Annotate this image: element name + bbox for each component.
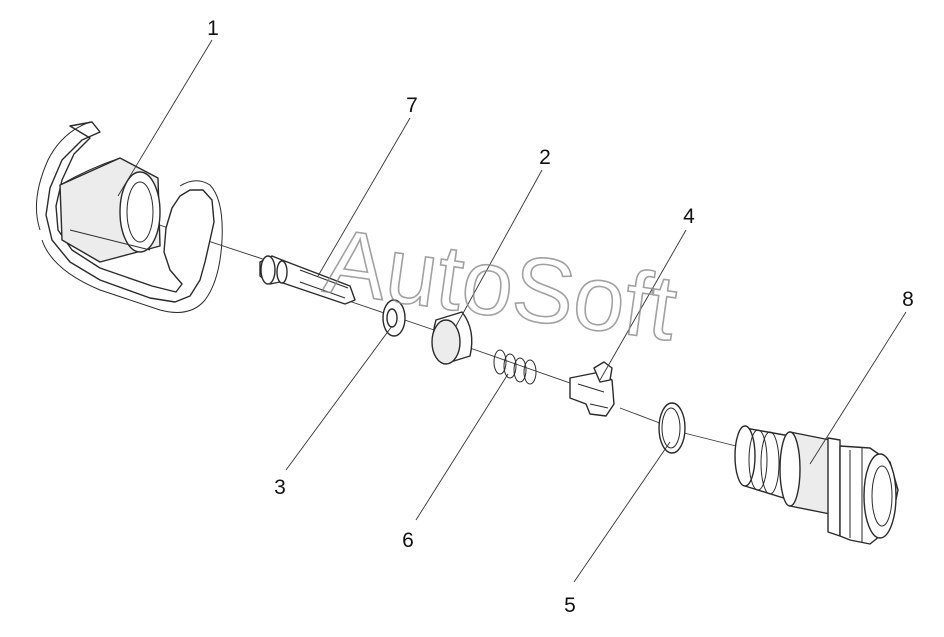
part-5-retaining-ring	[658, 402, 686, 454]
callout-8: 8	[902, 288, 914, 311]
part-4-clamp	[569, 361, 615, 417]
leader-7	[317, 117, 411, 277]
callout-2: 2	[539, 146, 551, 169]
part-8-coupling-body	[734, 425, 899, 545]
leader-1	[117, 39, 213, 197]
callout-5: 5	[564, 594, 576, 617]
leader-3	[285, 325, 393, 471]
leader-5	[573, 441, 671, 583]
part-1-protective-cap	[35, 121, 223, 313]
leader-8	[809, 311, 907, 465]
part-7-valve-stem	[259, 255, 356, 305]
callout-3: 3	[274, 476, 286, 499]
leader-4	[599, 229, 687, 381]
callout-1: 1	[207, 17, 219, 40]
leader-2	[455, 169, 543, 327]
callout-6: 6	[402, 529, 414, 552]
callout-7: 7	[406, 94, 418, 117]
watermark: AutoSoft	[319, 210, 683, 360]
part-3-washer	[382, 299, 406, 337]
part-6-spring	[493, 349, 537, 385]
leader-6	[415, 373, 509, 521]
callout-4: 4	[683, 205, 695, 228]
part-2-sleeve	[431, 311, 473, 365]
